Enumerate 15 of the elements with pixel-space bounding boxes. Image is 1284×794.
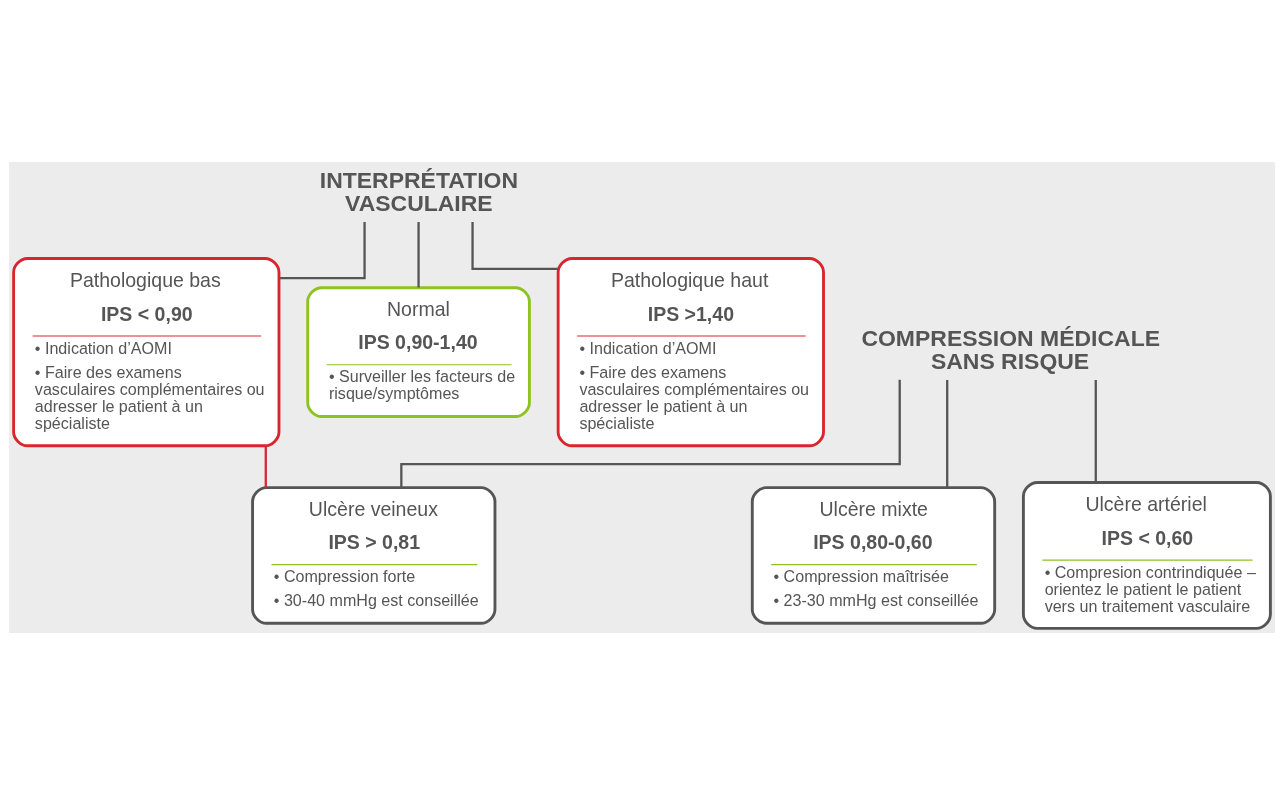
node-box: Pathologique bas IPS < 0,90 • Indication d’AOMI • Faire des examens vasculaires complémentaires ou adresser le patient à un spécialiste [12,256,281,447]
node-box: Ulcère veineux IPS > 0,81 • Compression forte • 30-40 mmHg est conseillée [251,485,497,625]
connector [946,379,949,487]
node-text: INTERPRÉTATION VASCULAIRE [319,166,518,216]
node-box: Ulcère artériel IPS < 0,60 • Compresion contrindiquée – orientez le patient le patient vers un traitement vasculaire [1021,480,1272,630]
connector [400,379,901,488]
connector [279,221,366,279]
connector [417,221,420,287]
connector [1094,379,1097,482]
connector [264,445,267,487]
node-text: COMPRESSION MÉDICALE SANS RISQUE [861,324,1161,374]
connector [471,221,558,270]
node-box: Pathologique haut IPS >1,40 • Indication d’AOMI • Faire des examens vasculaires complémentaires ou adresser le patient à un spécialiste [556,256,825,447]
node-box: Ulcère mixte IPS 0,80-0,60 • Compression maîtrisée • 23-30 mmHg est conseillée [750,485,997,625]
node-box: Normal IPS 0,90-1,40 • Surveiller les facteurs de risque/symptômes [306,285,531,418]
